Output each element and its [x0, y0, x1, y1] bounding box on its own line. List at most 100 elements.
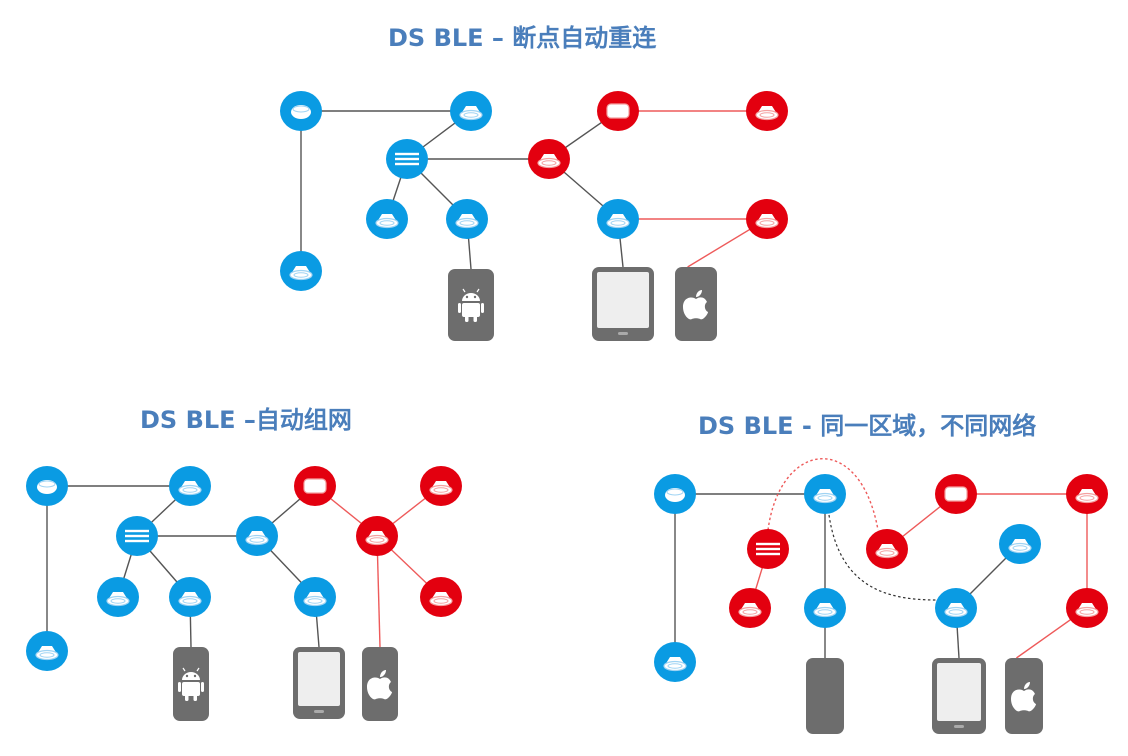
blue-mesh-node[interactable]: [597, 199, 639, 239]
apple-phone-icon[interactable]: [675, 267, 717, 341]
bulb-rim: [307, 598, 323, 604]
apple-logo: [683, 290, 708, 320]
blue-mesh-node[interactable]: [446, 199, 488, 239]
red-mesh-node[interactable]: [746, 91, 788, 131]
bulb-icon: [944, 603, 968, 618]
blue-mesh-node[interactable]: [804, 474, 846, 514]
blue-mesh-node[interactable]: [169, 466, 211, 506]
apple-phone-icon[interactable]: [362, 647, 398, 721]
bulb-base: [375, 217, 399, 229]
bulb-rim: [110, 598, 126, 604]
blue-mesh-node[interactable]: [169, 577, 211, 617]
bulb-rim: [759, 112, 775, 118]
blue-mesh-node[interactable]: [97, 577, 139, 617]
gateway-bar: [395, 157, 419, 161]
red-mesh-node[interactable]: [729, 588, 771, 628]
blue-mesh-node[interactable]: [116, 516, 158, 556]
panel-light-glyph: [606, 103, 630, 119]
gateway-bar: [125, 529, 149, 533]
blank-phone-icon[interactable]: [806, 658, 844, 734]
bulb-base: [606, 217, 630, 229]
bulb-icon: [178, 592, 202, 607]
bulb-rim: [817, 495, 833, 501]
device-body: [806, 658, 844, 734]
blue-mesh-node[interactable]: [654, 642, 696, 682]
android-phone-icon[interactable]: [448, 269, 494, 341]
bulb-base: [813, 606, 837, 618]
bulb-base: [303, 595, 327, 607]
ring-light-rim: [666, 488, 684, 496]
red-mesh-node[interactable]: [597, 91, 639, 131]
bulb-icon: [1008, 539, 1032, 554]
bulb-base: [1075, 492, 1099, 504]
blue-mesh-node[interactable]: [366, 199, 408, 239]
bulb-rim: [459, 220, 475, 226]
bulb-base: [178, 484, 202, 496]
bulb-base: [429, 595, 453, 607]
blue-mesh-node[interactable]: [386, 139, 428, 179]
android-phone-icon[interactable]: [173, 647, 209, 721]
panel-light-icon: [944, 486, 968, 502]
blue-mesh-node[interactable]: [280, 251, 322, 291]
bulb-base: [459, 109, 483, 121]
blue-mesh-node[interactable]: [935, 588, 977, 628]
red-mesh-node[interactable]: [528, 139, 570, 179]
bulb-icon: [429, 481, 453, 496]
tablet-icon[interactable]: [592, 267, 654, 341]
bulb-icon: [813, 603, 837, 618]
bulb-icon: [663, 657, 687, 672]
panel-light-glyph: [944, 486, 968, 502]
red-mesh-node[interactable]: [1066, 474, 1108, 514]
panel-light-glyph: [303, 478, 327, 494]
bulb-base: [875, 547, 899, 559]
bulb-rim: [1012, 545, 1028, 551]
bulb-base: [738, 606, 762, 618]
tablet-home-button: [618, 332, 628, 335]
bulb-icon: [289, 266, 313, 281]
blue-mesh-node[interactable]: [236, 516, 278, 556]
red-mesh-node[interactable]: [747, 529, 789, 569]
links: [46, 110, 1088, 662]
bulb-icon: [459, 106, 483, 121]
diagram-title-reconnect: DS BLE – 断点自动重连: [388, 24, 657, 52]
tablet-icon[interactable]: [293, 647, 345, 719]
diagram-title-same-area: DS BLE - 同一区域，不同网络: [698, 412, 1037, 440]
red-mesh-node[interactable]: [1066, 588, 1108, 628]
bulb-icon: [1075, 603, 1099, 618]
red-mesh-node[interactable]: [420, 466, 462, 506]
blue-mesh-node[interactable]: [294, 577, 336, 617]
red-mesh-node[interactable]: [356, 516, 398, 556]
red-mesh-node[interactable]: [935, 474, 977, 514]
blue-mesh-node[interactable]: [450, 91, 492, 131]
gateway-icon: [125, 529, 149, 543]
blue-mesh-node[interactable]: [280, 91, 322, 131]
bulb-icon: [755, 106, 779, 121]
bulb-icon: [813, 489, 837, 504]
gateway-bar: [756, 542, 780, 546]
bulb-icon: [178, 481, 202, 496]
red-mesh-node[interactable]: [294, 466, 336, 506]
blue-mesh-node[interactable]: [26, 466, 68, 506]
bulb-base: [944, 606, 968, 618]
bulb-rim: [759, 220, 775, 226]
apple-phone-icon[interactable]: [1005, 658, 1043, 734]
red-mesh-node[interactable]: [420, 577, 462, 617]
panel-light-icon: [303, 478, 327, 494]
bulb-rim: [817, 609, 833, 615]
blue-mesh-node[interactable]: [804, 588, 846, 628]
android-logo: [458, 288, 484, 322]
bulb-rim: [610, 220, 626, 226]
blue-mesh-node[interactable]: [26, 631, 68, 671]
red-mesh-node[interactable]: [866, 529, 908, 569]
blue-mesh-node[interactable]: [999, 524, 1041, 564]
gateway-bar: [395, 152, 419, 156]
red-mesh-node[interactable]: [746, 199, 788, 239]
bulb-rim: [369, 537, 385, 543]
bulb-rim: [433, 598, 449, 604]
bulb-icon: [375, 214, 399, 229]
bulb-base: [455, 217, 479, 229]
blue-mesh-node[interactable]: [654, 474, 696, 514]
tablet-icon[interactable]: [932, 658, 986, 734]
ring-light-rim: [292, 105, 310, 113]
